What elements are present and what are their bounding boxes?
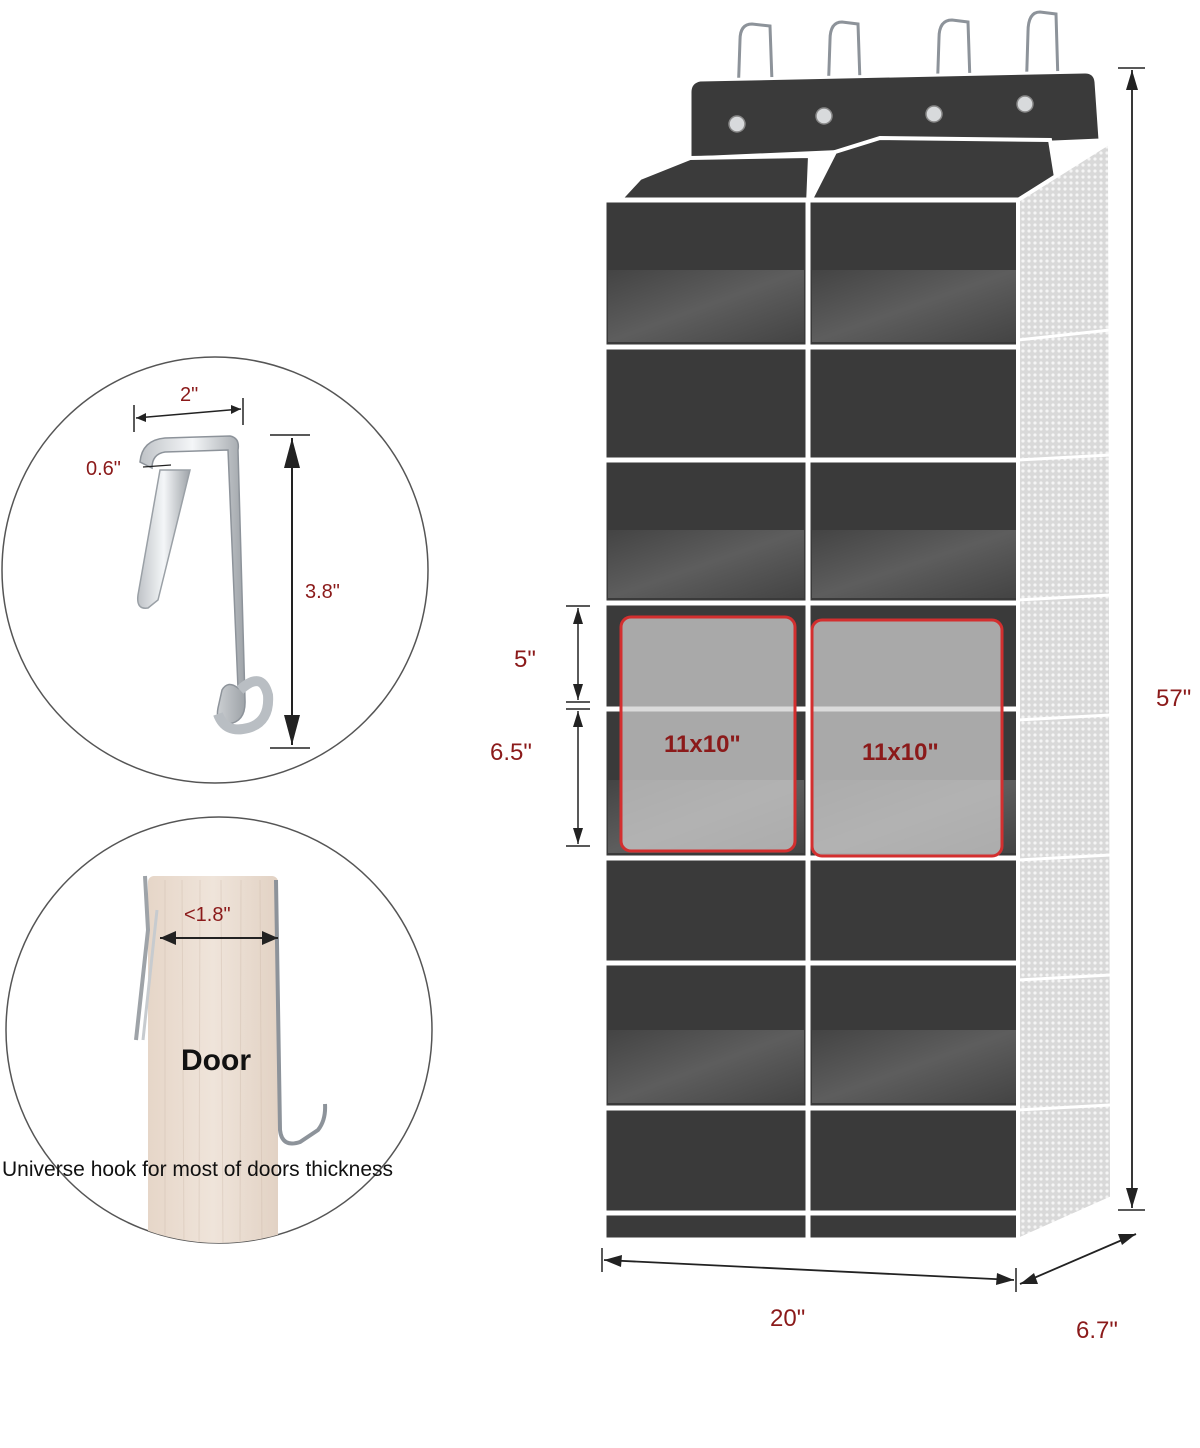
door-hook-icon — [134, 875, 328, 1146]
door-thickness-dimension: <1.8" — [160, 904, 278, 945]
hook-width-label: 2" — [180, 384, 198, 406]
pocket-gap-label: 5" — [514, 646, 536, 673]
over-door-hook-icon — [136, 435, 274, 735]
door-detail-circle: <1.8" Door — [5, 816, 433, 1244]
door-organizer: 11x10" 11x10" — [601, 10, 1115, 1244]
highlighted-pocket-right: 11x10" — [810, 618, 1004, 858]
door-label: Door — [181, 1044, 251, 1077]
total-height-dimension: 57" — [1118, 67, 1191, 1211]
hook-detail-circle: 2" 0.6" 3.8" — [1, 356, 429, 784]
hook-width-dimension: 2" — [133, 384, 244, 432]
door-panel — [148, 876, 278, 1243]
width-dimension: 20" — [601, 1248, 1017, 1332]
pocket-gap-dimension: 5" — [514, 605, 590, 703]
highlighted-pocket-left: 11x10" — [619, 615, 797, 853]
hook-height-label: 3.8" — [305, 581, 340, 603]
depth-dimension: 6.7" — [1019, 1233, 1137, 1344]
width-label: 20" — [770, 1305, 805, 1332]
hook-gap-label: 0.6" — [86, 458, 121, 480]
organizer-hooks — [736, 10, 1060, 99]
depth-label: 6.7" — [1076, 1317, 1118, 1344]
pocket-height-label: 6.5" — [490, 739, 532, 766]
hook-caption: Universe hook for most of doors thicknes… — [2, 1158, 394, 1181]
hook-height-dimension: 3.8" — [270, 434, 340, 749]
grommets — [728, 95, 1034, 133]
total-height-label: 57" — [1156, 685, 1191, 712]
pocket-size-right: 11x10" — [862, 739, 939, 766]
pocket-size-left: 11x10" — [664, 731, 741, 758]
hook-gap-dimension: 0.6" — [86, 458, 172, 480]
pocket-height-dimension: 6.5" — [490, 708, 590, 847]
door-thickness-label: <1.8" — [184, 904, 231, 926]
